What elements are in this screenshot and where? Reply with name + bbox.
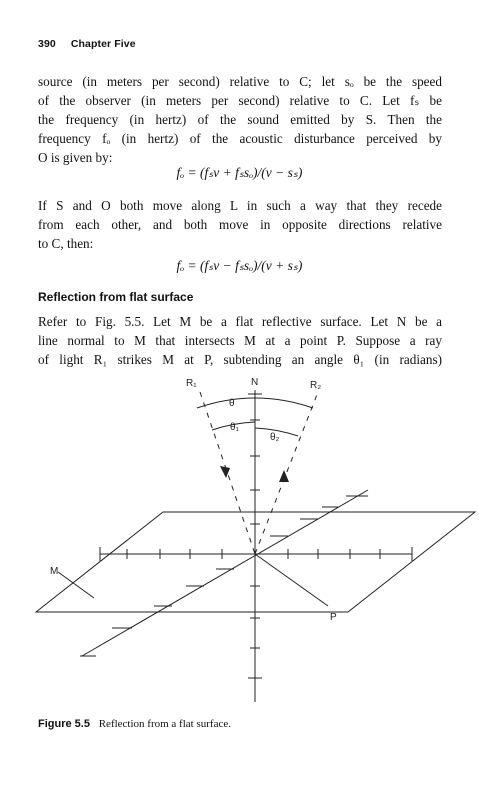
label-p: P [330, 612, 337, 623]
paragraph-intro: source (in meters per second) relative t… [38, 72, 442, 167]
figure-caption: Figure 5.5 Reflection from a flat surfac… [38, 718, 231, 730]
reflection-diagram: R₁ N R₂ θ θ₁ θ₂ M P [34, 377, 477, 702]
page-number: 390 [38, 38, 56, 50]
text-line: of light R₁ strikes M at P, subtending a… [38, 352, 442, 368]
figure-label: Figure 5.5 [38, 718, 90, 730]
angle-arc-theta [196, 397, 314, 409]
horizontal-axis-ticks [99, 547, 413, 561]
p-leader-line [254, 553, 329, 607]
text-line: source (in meters per second) relative t… [38, 74, 442, 89]
text-line: O is given by: [38, 150, 113, 166]
text-line: to C, then: [38, 236, 94, 252]
text-line: the frequency (in hertz) of the sound em… [38, 112, 442, 128]
reflective-plane [34, 511, 477, 613]
text-line: of the observer (in meters per second) r… [38, 93, 442, 109]
diagonal-axis [81, 489, 369, 657]
text-line: Refer to Fig. 5.5. Let M be a flat refle… [38, 314, 442, 329]
text-line: frequency fₒ (in hertz) of the acoustic … [38, 131, 442, 147]
text-line: If S and O both move along L in such a w… [38, 198, 442, 213]
incident-arrowhead [220, 466, 230, 478]
label-m: M [50, 566, 58, 577]
reflected-ray [254, 391, 319, 555]
label-n: N [251, 377, 258, 388]
chapter-title: Chapter Five [70, 38, 136, 50]
reflected-arrowhead [279, 470, 289, 482]
text-line: from each other, and both move in opposi… [38, 217, 442, 233]
normal-line-ticks [248, 393, 262, 679]
label-theta2: θ₂ [270, 432, 280, 443]
angle-arc-theta1 [211, 421, 256, 431]
m-leader-line [57, 571, 95, 599]
section-heading: Reflection from flat surface [38, 290, 194, 304]
diagonal-axis-ticks [80, 495, 368, 657]
label-r1: R₁ [186, 378, 197, 389]
label-r2: R₂ [310, 380, 321, 391]
equation-receding: fₒ = (fₛv − fₛsₒ)/(v + sₛ) [176, 258, 303, 273]
text-line: line normal to M that intersects M at a … [38, 333, 442, 349]
angle-arc-theta2 [254, 427, 299, 437]
running-head: 390 Chapter Five [38, 38, 136, 50]
label-theta: θ [229, 398, 235, 409]
label-theta1: θ₁ [230, 422, 240, 433]
figure-caption-text: Reflection from a flat surface. [98, 718, 231, 730]
equation-approaching: fₒ = (fₛv + fₛsₒ)/(v − sₛ) [176, 165, 303, 180]
paragraph-recede: If S and O both move along L in such a w… [38, 196, 442, 253]
paragraph-reflection: Refer to Fig. 5.5. Let M be a flat refle… [38, 312, 442, 369]
